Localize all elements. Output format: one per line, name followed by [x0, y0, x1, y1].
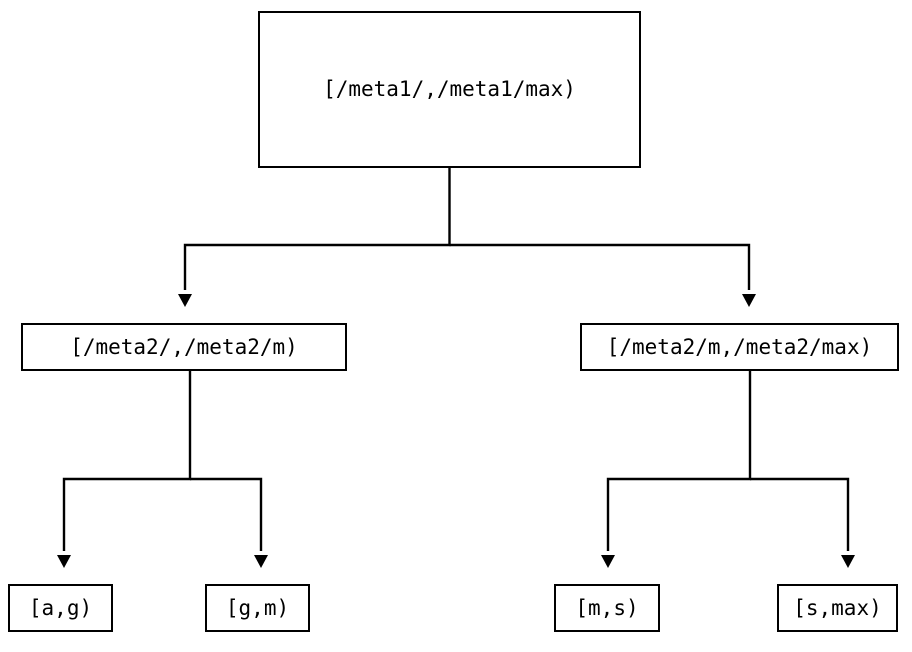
edge-meta2l-to-a-g-arrowhead	[57, 555, 71, 568]
edge-meta2r-to-m-s-line	[606, 371, 752, 551]
tree-node-leaf-g-m[interactable]: [g,m)	[205, 584, 310, 632]
edge-meta2l-to-a-g-line	[62, 371, 192, 551]
edge-root-to-meta2-left-arrowhead	[178, 294, 192, 307]
tree-node-meta2-right[interactable]: [/meta2/m,/meta2/max)	[580, 323, 899, 371]
edge-root-to-meta2-right-line	[449, 243, 751, 290]
tree-node-leaf-s-max[interactable]: [s,max)	[777, 584, 898, 632]
edge-meta2l-to-g-m-arrowhead	[254, 555, 268, 568]
edge-meta2r-to-m-s-arrowhead	[601, 555, 615, 568]
edge-root-to-meta2-right-arrowhead	[742, 294, 756, 307]
tree-node-root[interactable]: [/meta1/,/meta1/max)	[258, 11, 641, 168]
edge-meta2l-to-g-m-line	[190, 477, 263, 551]
tree-node-meta2-left[interactable]: [/meta2/,/meta2/m)	[21, 323, 347, 371]
tree-node-leaf-m-s[interactable]: [m,s)	[554, 584, 660, 632]
edge-root-to-meta2-left-line	[183, 168, 451, 290]
edge-meta2r-to-s-max-arrowhead	[841, 555, 855, 568]
tree-node-leaf-a-g[interactable]: [a,g)	[8, 584, 113, 632]
edge-meta2r-to-s-max-line	[750, 477, 850, 551]
